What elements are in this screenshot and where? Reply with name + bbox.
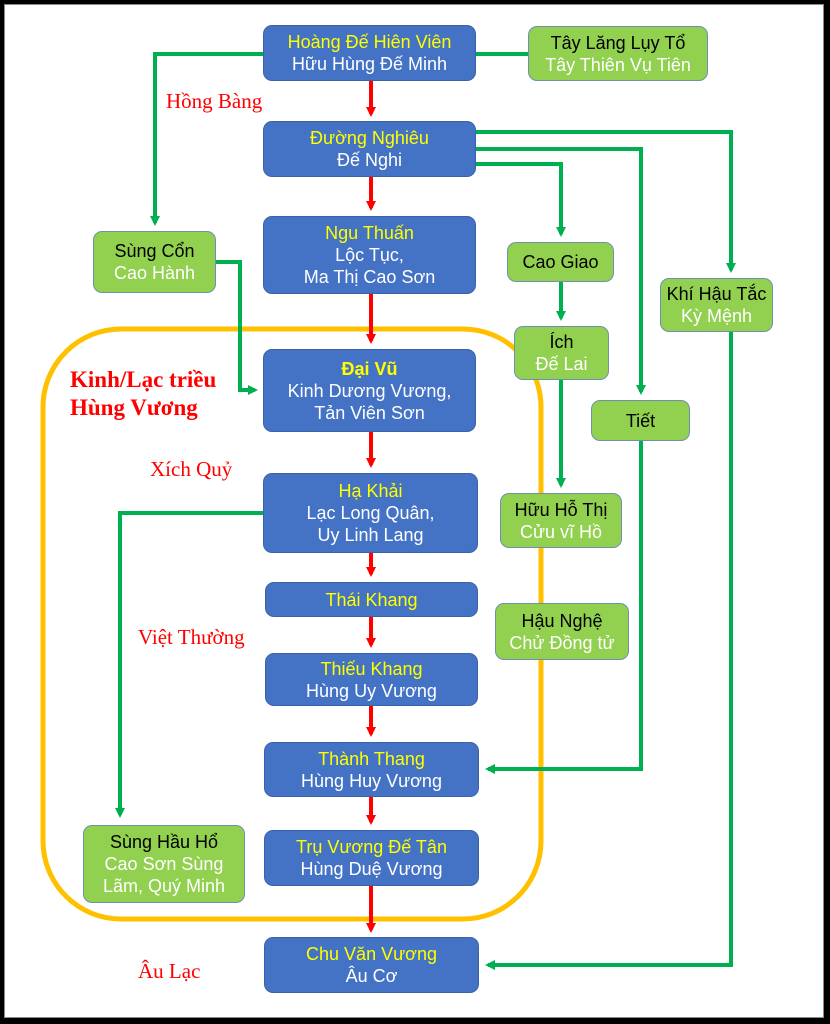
node-subtitle-2: Ma Thị Cao Sơn xyxy=(303,267,436,287)
node-subtitle-2: Uy Linh Lang xyxy=(317,525,424,545)
node-subtitle: Hùng Huy Vương xyxy=(301,770,442,791)
node-title: Thái Khang xyxy=(325,589,418,610)
node-title: Sùng Cổn xyxy=(114,241,195,261)
node-title: Khí Hậu Tắc xyxy=(666,284,767,304)
group-title-line1: Kinh/Lạc triều xyxy=(70,367,217,392)
edge-duong-nghieu-cao-giao xyxy=(476,162,566,237)
node-cao-giao[interactable]: Cao Giao xyxy=(507,242,614,282)
node-ich[interactable]: Ích Đế Lai xyxy=(514,326,609,380)
node-chu-van-vuong[interactable]: Chu Văn Vương Âu Cơ xyxy=(264,937,479,993)
node-dai-vu[interactable]: Đại Vũ Kinh Dương Vương, Tản Viên Sơn xyxy=(263,349,476,432)
node-title: Cao Giao xyxy=(522,252,599,272)
node-hoang-de-hien-vien[interactable]: Hoàng Đế Hiên Viên Hữu Hùng Đế Minh xyxy=(263,25,476,81)
node-subtitle: Chử Đồng tử xyxy=(509,632,615,653)
node-title: Thiếu Khang xyxy=(320,658,423,679)
node-title: Sùng Hầu Hổ xyxy=(109,832,219,852)
node-title: Hoàng Đế Hiên Viên xyxy=(287,32,452,52)
edge-tiet-thanh-thang xyxy=(485,441,643,774)
node-subtitle: Cao Hành xyxy=(113,263,196,283)
node-thanh-thang[interactable]: Thành Thang Hùng Huy Vương xyxy=(264,742,479,797)
node-title: Hậu Nghệ xyxy=(521,610,603,631)
node-huu-ho-thi[interactable]: Hữu Hỗ Thị Cửu vĩ Hồ xyxy=(500,493,622,548)
node-title: Đường Nghiêu xyxy=(310,128,429,148)
era-label-viet-thuong: Việt Thường xyxy=(138,625,245,649)
node-subtitle: Kinh Dương Vương, xyxy=(287,380,452,401)
node-subtitle: Đế Nghi xyxy=(336,150,403,170)
node-subtitle: Đế Lai xyxy=(535,354,588,374)
node-subtitle: Hùng Duệ Vương xyxy=(300,859,443,879)
node-subtitle-2: Lãm, Quý Minh xyxy=(102,876,226,896)
node-tiet[interactable]: Tiết xyxy=(591,400,690,441)
node-title: Trụ Vương Đế Tân xyxy=(296,837,447,857)
node-sung-con[interactable]: Sùng Cổn Cao Hành xyxy=(93,231,216,293)
node-thieu-khang[interactable]: Thiếu Khang Hùng Uy Vương xyxy=(265,653,478,706)
node-title: Ích xyxy=(549,332,574,352)
edge-duong-nghieu-khi-hau-tac xyxy=(476,130,736,273)
node-subtitle: Lạc Long Quân, xyxy=(306,503,435,523)
edge-duong-nghieu-tiet xyxy=(476,147,646,395)
node-subtitle: Âu Cơ xyxy=(345,966,398,986)
node-title: Chu Văn Vương xyxy=(306,944,437,964)
node-title: Thành Thang xyxy=(318,748,425,769)
era-label-xich-quy: Xích Quỷ xyxy=(150,457,233,481)
edge-ha-khai-sung-hau-ho xyxy=(115,511,263,818)
era-label-au-lac: Âu Lạc xyxy=(138,959,201,983)
node-sung-hau-ho[interactable]: Sùng Hầu Hổ Cao Sơn Sùng Lãm, Quý Minh xyxy=(83,825,245,903)
node-thai-khang[interactable]: Thái Khang xyxy=(265,582,478,617)
node-duong-nghieu[interactable]: Đường Nghiêu Đế Nghi xyxy=(263,121,476,177)
node-tay-lang-luy-to[interactable]: Tây Lăng Lụy Tổ Tây Thiên Vụ Tiên xyxy=(528,26,708,81)
node-subtitle: Lộc Tục, xyxy=(335,245,404,265)
edge-khi-hau-tac-chu-van-vuong xyxy=(485,332,733,970)
node-subtitle: Hữu Hùng Đế Minh xyxy=(291,54,448,74)
node-title: Tiết xyxy=(625,410,656,431)
node-subtitle: Cao Sơn Sùng xyxy=(104,854,224,874)
node-title: Ngu Thuấn xyxy=(325,223,414,243)
node-ha-khai[interactable]: Hạ Khải Lạc Long Quân, Uy Linh Lang xyxy=(263,473,478,553)
group-title-line2: Hùng Vương xyxy=(70,395,198,420)
node-subtitle: Kỳ Mệnh xyxy=(680,306,753,326)
node-title: Hạ Khải xyxy=(338,481,403,501)
node-subtitle: Hùng Uy Vương xyxy=(306,680,437,701)
node-title: Đại Vũ xyxy=(341,358,398,379)
node-subtitle: Tây Thiên Vụ Tiên xyxy=(545,54,691,75)
node-hau-nghe[interactable]: Hậu Nghệ Chử Đồng tử xyxy=(495,603,629,660)
edge-sung-con-dai-vu xyxy=(216,260,258,395)
era-label-hong-bang: Hồng Bàng xyxy=(166,89,263,113)
edge-hoang-de-sung-con xyxy=(150,52,263,226)
node-subtitle: Cửu vĩ Hồ xyxy=(519,521,603,542)
node-title: Hữu Hỗ Thị xyxy=(514,499,608,520)
node-tru-vuong-de-tan[interactable]: Trụ Vương Đế Tân Hùng Duệ Vương xyxy=(264,830,479,886)
node-ngu-thuan[interactable]: Ngu Thuấn Lộc Tục, Ma Thị Cao Sơn xyxy=(263,216,476,294)
node-khi-hau-tac[interactable]: Khí Hậu Tắc Kỳ Mệnh xyxy=(660,278,773,332)
node-subtitle-2: Tản Viên Sơn xyxy=(314,402,425,423)
node-title: Tây Lăng Lụy Tổ xyxy=(550,32,686,53)
